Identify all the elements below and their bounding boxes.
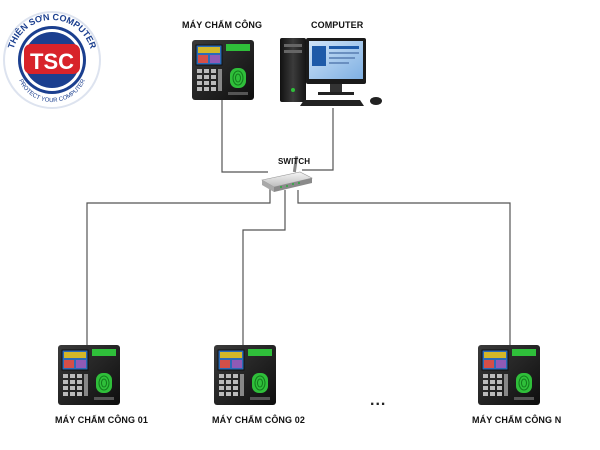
fingerprint-time-clock-icon <box>191 39 255 101</box>
connection-lines <box>86 98 511 345</box>
tsc-logo: TSC THIÊN SƠN COMPUTER PROTECT YOUR COMP… <box>3 11 101 109</box>
logo-brand: TSC <box>30 49 74 74</box>
label-device-01: MÁY CHẤM CÔNG 01 <box>55 415 148 425</box>
label-device-n: MÁY CHẤM CÔNG N <box>472 415 562 425</box>
label-switch: SWITCH <box>278 157 311 166</box>
desktop-computer-icon <box>280 38 382 106</box>
fingerprint-time-clock-icon <box>57 344 121 406</box>
network-switch-icon <box>261 155 313 192</box>
line-computer-to-switch <box>302 108 334 171</box>
fingerprint-time-clock-icon <box>477 344 541 406</box>
label-top-device: MÁY CHẤM CÔNG <box>182 20 263 30</box>
line-switch-to-device-01 <box>86 188 271 345</box>
ellipsis-more-devices: ... <box>370 392 387 409</box>
label-device-02: MÁY CHẤM CÔNG 02 <box>212 415 305 425</box>
line-switch-to-device-n <box>297 190 511 345</box>
label-computer: COMPUTER <box>311 20 364 30</box>
line-switch-to-device-02 <box>242 190 286 345</box>
fingerprint-time-clock-icon <box>213 344 277 406</box>
line-top-device-to-switch <box>221 98 268 173</box>
logo-badge <box>24 44 80 74</box>
